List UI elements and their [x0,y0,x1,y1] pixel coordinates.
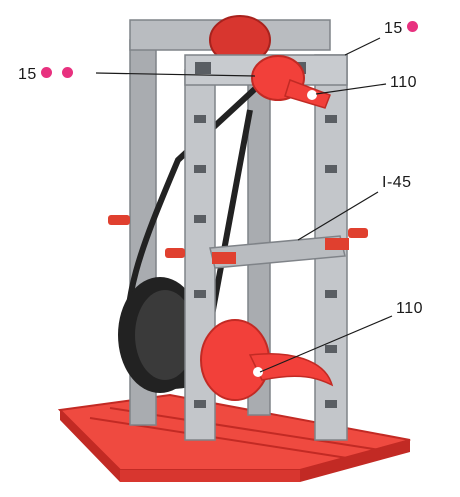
callout-label: 110 [396,300,423,318]
callout-label: 15 [18,66,73,84]
drive-belt [118,72,273,393]
upper-crank [251,55,331,109]
strut-i45 [209,235,349,269]
pink-dot-marker [61,67,73,78]
base-plate [57,393,411,482]
pink-dot-marker [406,21,418,32]
side-pegs [108,215,368,258]
leader-lines [95,37,393,373]
callout-text: 110 [396,300,424,317]
lower-crank [200,319,334,401]
callout-text: I-45 [382,174,412,191]
callout-text: 15 [18,66,37,83]
callout-label: 15 [384,20,418,38]
callout-label: I-45 [382,174,412,192]
callout-text: 110 [390,74,418,91]
pink-dot-marker [40,67,52,78]
callout-text: 15 [384,20,403,37]
callout-label: 110 [390,74,417,92]
